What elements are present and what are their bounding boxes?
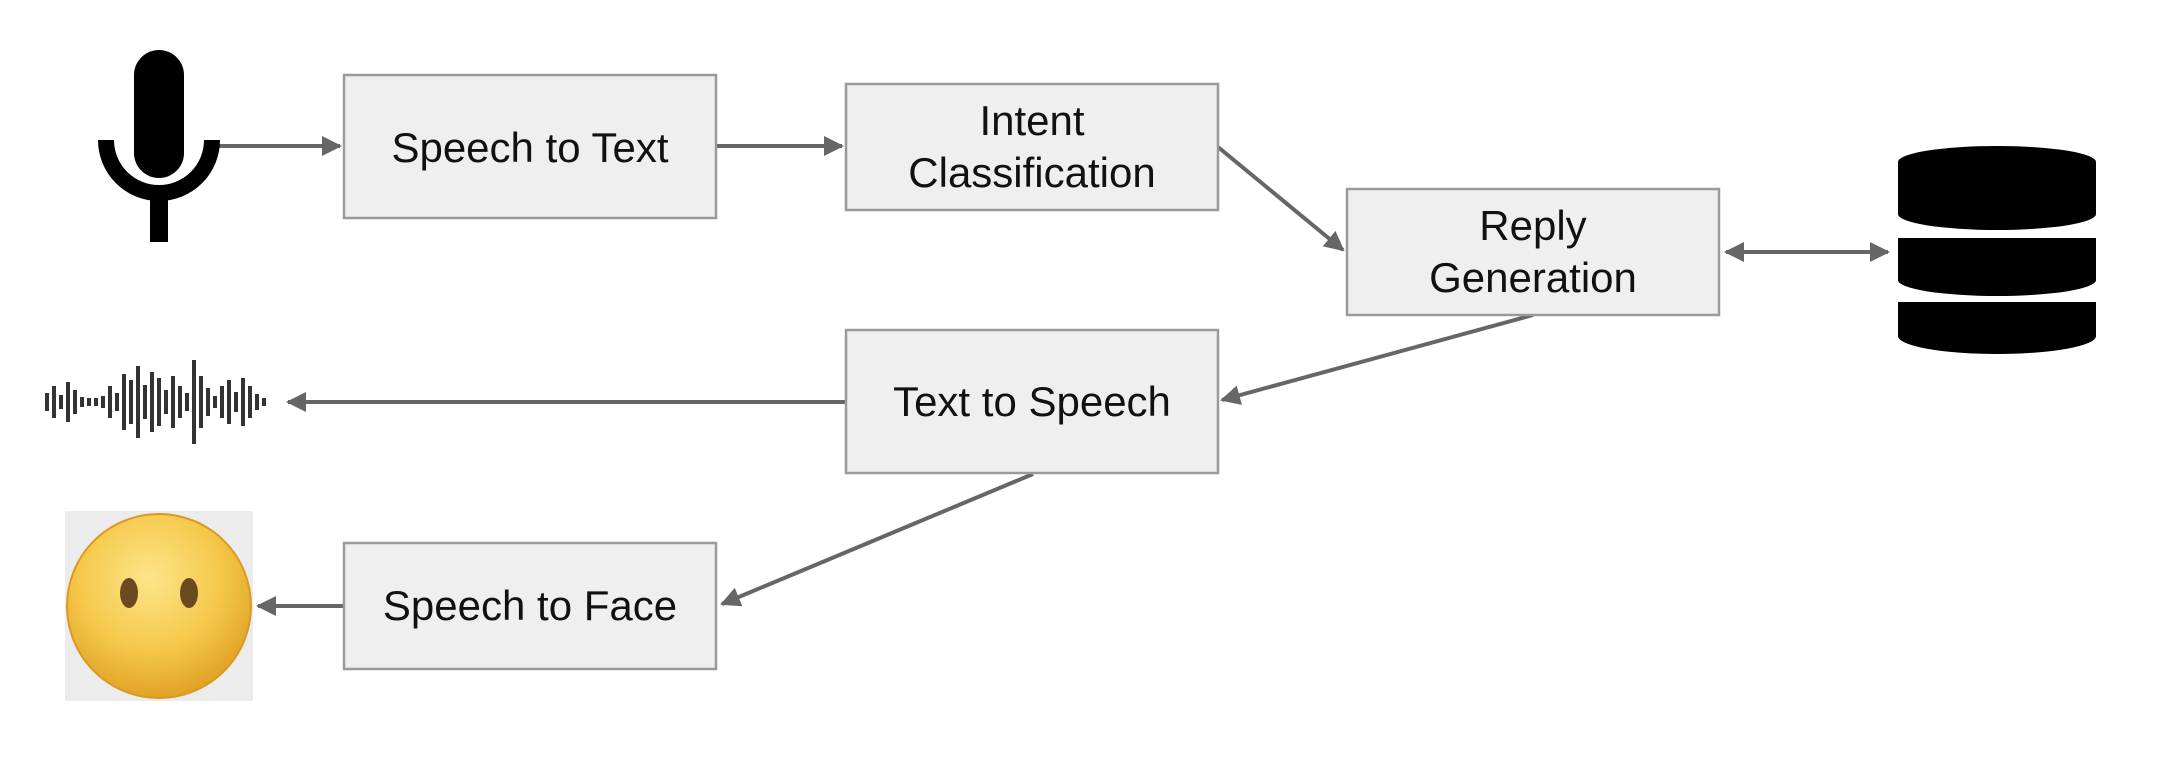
speech-to-face-label: Speech to Face [383, 582, 677, 629]
microphone-icon [98, 50, 220, 242]
speech-to-text-label: Speech to Text [391, 124, 668, 171]
reply-generation-label-line2: Generation [1429, 254, 1637, 301]
text-to-speech-box: Text to Speech [844, 328, 1220, 475]
sound-waveform-icon [45, 360, 266, 444]
edge-tts-to-stf [720, 472, 1034, 607]
database-icon [1898, 146, 2096, 354]
reply-generation-box: Reply Generation [1345, 187, 1721, 317]
text-to-speech-label: Text to Speech [893, 378, 1171, 425]
face-emoji-icon [65, 511, 253, 701]
speech-to-face-box: Speech to Face [342, 541, 718, 671]
speech-to-text-box: Speech to Text [342, 73, 718, 220]
reply-generation-label-line1: Reply [1479, 202, 1586, 249]
intent-classification-label-line2: Classification [908, 149, 1155, 196]
edge-reply-to-tts [1220, 313, 1534, 405]
intent-classification-label-line1: Intent [979, 97, 1084, 144]
intent-classification-box: Intent Classification [844, 82, 1220, 212]
edge-intent-to-reply [1216, 145, 1345, 252]
